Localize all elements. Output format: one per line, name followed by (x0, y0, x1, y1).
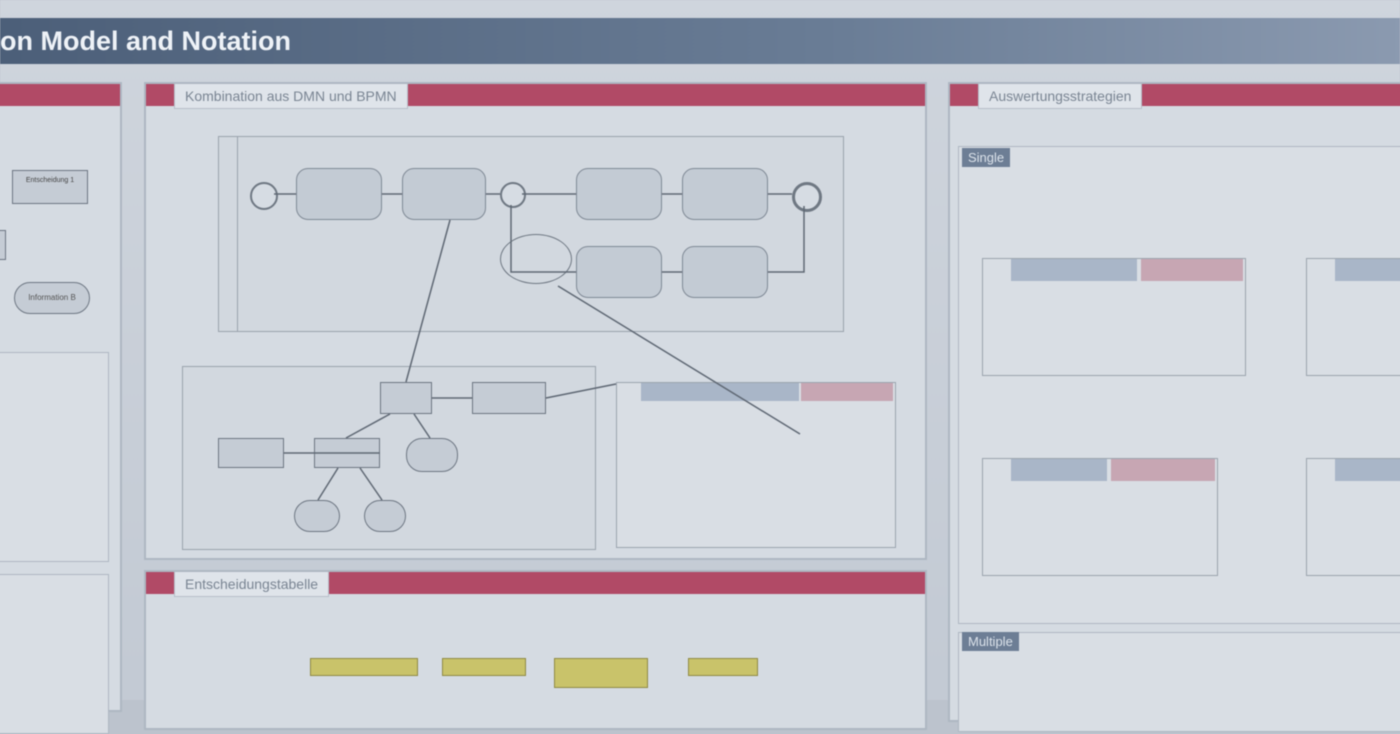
bpmn-task-6 (682, 246, 768, 298)
left-text-box-2 (0, 574, 109, 734)
yellow-label-2 (442, 658, 526, 676)
combo-panel-header: Kombination aus DMN und BPMN (146, 84, 925, 109)
single-table-3 (1306, 258, 1400, 376)
page-title: on Model and Notation (0, 26, 291, 56)
single-table-2 (982, 458, 1218, 576)
single-table-4 (1306, 458, 1400, 576)
drd-input-3 (294, 500, 340, 532)
single-table-1 (982, 258, 1246, 376)
decision-table-mini (616, 382, 896, 548)
connectors (274, 193, 805, 501)
end-event-icon (792, 182, 822, 212)
drd-decision (380, 382, 432, 414)
strategies-panel-title: Auswertungsstrategien (978, 84, 1143, 109)
pool-header (219, 137, 238, 331)
multiple-label: Multiple (962, 632, 1019, 651)
left-panel-header (0, 84, 120, 106)
left-panel: Entscheidung 1 Information B (0, 82, 122, 734)
bpmn-task-4 (682, 168, 768, 220)
left-text-box-1 (0, 352, 109, 562)
left-diagram-box (0, 230, 6, 260)
multiple-box (958, 632, 1400, 732)
bpmn-task-5 (576, 246, 662, 298)
strategies-panel: Auswertungsstrategien Single Multiple (948, 82, 1400, 732)
title-bar: on Model and Notation (0, 18, 1400, 64)
yellow-label-3 (554, 658, 648, 688)
yellow-label-4 (688, 658, 758, 676)
strategies-panel-header: Auswertungsstrategien (950, 84, 1400, 109)
information-node: Information B (14, 282, 90, 314)
combo-panel: Kombination aus DMN und BPMN (144, 82, 927, 560)
drd-knowledge (472, 382, 546, 414)
bpmn-task-3 (576, 168, 662, 220)
table-panel-title: Entscheidungstabelle (174, 572, 330, 597)
combo-panel-title: Kombination aus DMN und BPMN (174, 84, 408, 109)
drd-input-1 (218, 438, 284, 468)
annotation-ellipse (500, 234, 572, 284)
bpmn-task-1 (296, 168, 382, 220)
start-event-icon (250, 182, 278, 210)
yellow-label-1 (310, 658, 418, 676)
drd-input-2 (406, 438, 458, 472)
table-panel: Entscheidungstabelle (144, 570, 927, 730)
bpmn-task-2 (402, 168, 486, 220)
gateway-icon (500, 182, 526, 208)
single-label: Single (962, 148, 1011, 167)
decision-box: Entscheidung 1 (12, 170, 88, 204)
table-panel-header: Entscheidungstabelle (146, 572, 925, 597)
drd-input-4 (364, 500, 406, 532)
